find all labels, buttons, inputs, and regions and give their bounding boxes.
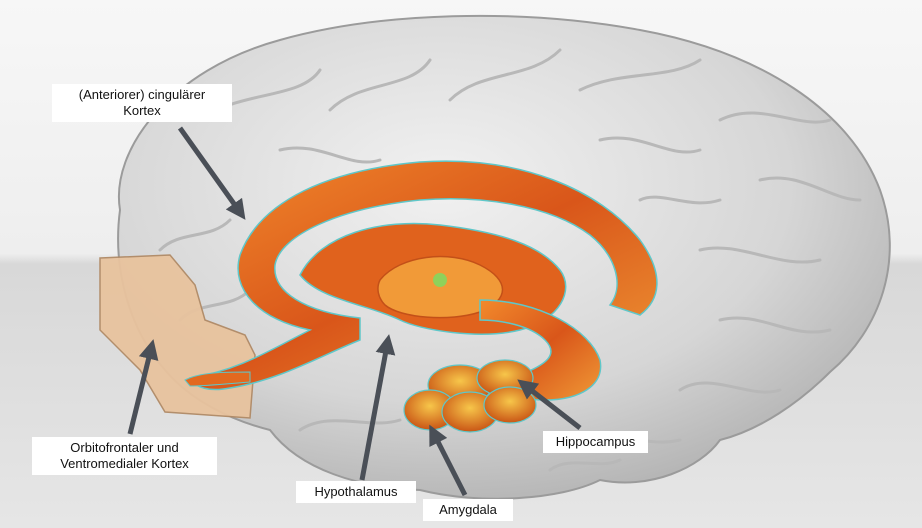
label-orbitofrontal-line1: Orbitofrontaler und <box>38 440 211 456</box>
label-orbitofrontal-line2: Ventromedialer Kortex <box>38 456 211 472</box>
label-cingulate-line2: Kortex <box>58 103 226 119</box>
label-amygdala: Amygdala <box>423 499 513 521</box>
label-hypothalamus: Hypothalamus <box>296 481 416 503</box>
nucleus-dot <box>433 273 447 287</box>
label-amygdala-text: Amygdala <box>429 502 507 518</box>
label-hippocampus-text: Hippocampus <box>549 434 642 450</box>
label-hippocampus: Hippocampus <box>543 431 648 453</box>
label-cingulate-cortex: (Anteriorer) cingulärer Kortex <box>52 84 232 122</box>
label-hypothalamus-text: Hypothalamus <box>302 484 410 500</box>
label-cingulate-line1: (Anteriorer) cingulärer <box>58 87 226 103</box>
label-orbitofrontal-cortex: Orbitofrontaler und Ventromedialer Korte… <box>32 437 217 475</box>
